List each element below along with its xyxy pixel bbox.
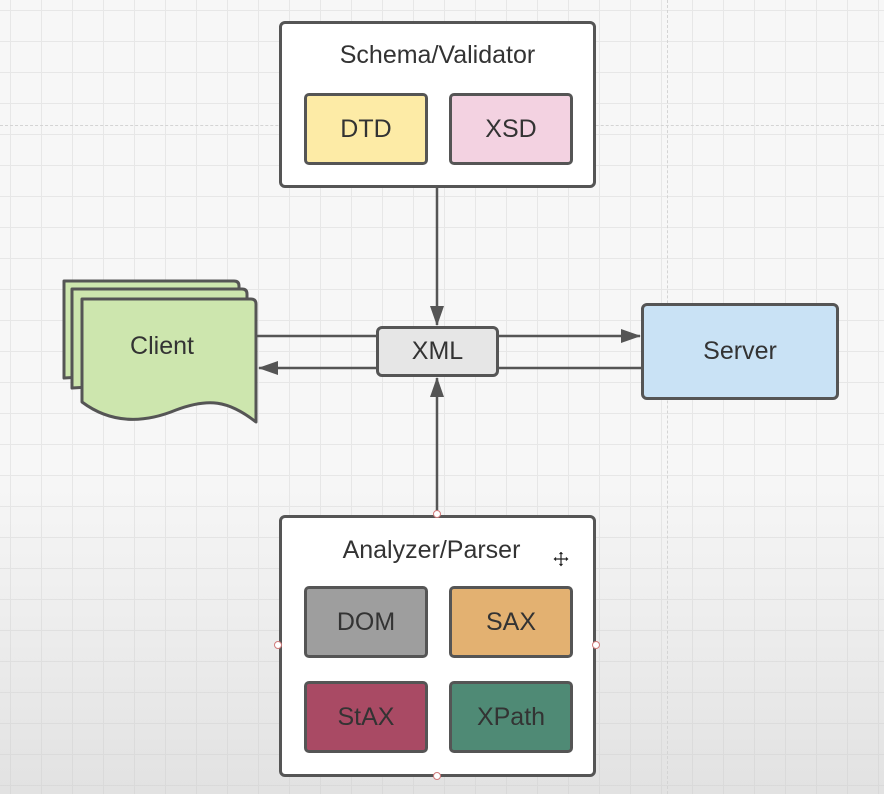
schema-validator-title: Schema/Validator [339, 41, 536, 69]
selection-handle-top[interactable] [433, 510, 441, 518]
move-cursor-icon [552, 550, 570, 568]
sax-label: SAX [485, 607, 537, 636]
server-box[interactable]: Server [641, 303, 839, 400]
selection-handle-bottom[interactable] [433, 772, 441, 780]
stax-label: StAX [337, 702, 395, 731]
xsd-box[interactable]: XSD [449, 93, 573, 165]
xpath-label: XPath [476, 702, 546, 731]
dtd-box[interactable]: DTD [304, 93, 428, 165]
server-label: Server [703, 337, 777, 365]
dom-box[interactable]: DOM [304, 586, 428, 658]
xml-box[interactable]: XML [376, 326, 499, 377]
schema-validator-container[interactable]: Schema/Validator DTD XSD [279, 21, 596, 188]
client-document-stack-icon [62, 279, 258, 424]
client-shape[interactable]: Client [58, 278, 260, 428]
analyzer-parser-title: Analyzer/Parser [342, 536, 521, 564]
xsd-label: XSD [485, 114, 537, 143]
sax-box[interactable]: SAX [449, 586, 573, 658]
analyzer-parser-container[interactable]: Analyzer/Parser DOM SAX StAX XPath [279, 515, 596, 777]
xml-label: XML [411, 337, 464, 365]
client-label: Client [130, 332, 194, 360]
selection-handle-left[interactable] [274, 641, 282, 649]
selection-handle-right[interactable] [592, 641, 600, 649]
xpath-box[interactable]: XPath [449, 681, 573, 753]
dom-label: DOM [336, 607, 396, 636]
dtd-label: DTD [340, 114, 392, 143]
stax-box[interactable]: StAX [304, 681, 428, 753]
